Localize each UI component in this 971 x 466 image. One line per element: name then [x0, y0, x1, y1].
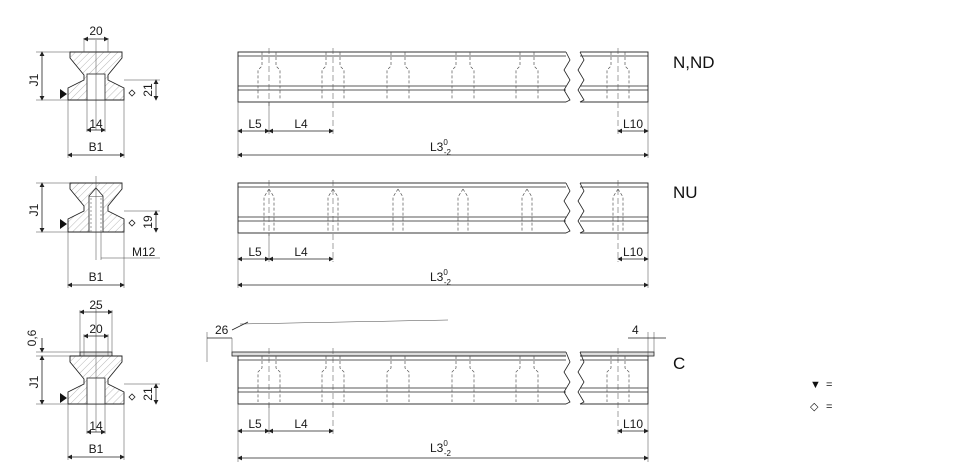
l3-label: L30-2 — [430, 268, 451, 287]
side-height-label: 21 — [141, 387, 155, 401]
type-label-nu: NU — [673, 183, 698, 202]
reference-diamond-icon — [128, 89, 136, 97]
profile-n-nd: 20 J1 21 14 B1 — [27, 24, 715, 158]
rail-side-view-n-nd: L5 L4 L10 L30-2 — [237, 48, 649, 158]
base-width-label: B1 — [89, 140, 104, 154]
reference-triangle-icon — [60, 219, 67, 229]
side-height-label: 19 — [141, 215, 155, 229]
cross-section-n-nd: 20 J1 21 14 B1 — [27, 24, 160, 158]
thread-label: M12 — [132, 245, 156, 259]
base-width-label: B1 — [89, 442, 104, 456]
right-end-label: 4 — [632, 323, 639, 337]
type-label-c: C — [673, 354, 685, 373]
legend-triangle-icon: ▼ — [810, 379, 821, 391]
cap-width-label: 25 — [89, 298, 103, 312]
l3-label: L30-2 — [430, 138, 451, 157]
left-end-label: 26 — [215, 323, 229, 337]
legend-triangle-text: = — [826, 379, 832, 391]
l5-label: L5 — [248, 117, 262, 131]
l4-label: L4 — [294, 417, 308, 431]
reference-diamond-icon — [128, 393, 136, 401]
legend: ▼ = ◇ = — [810, 379, 832, 413]
reference-triangle-icon — [60, 393, 67, 403]
height-label: J1 — [27, 203, 41, 216]
reference-diamond-icon — [128, 219, 136, 227]
cap-height-label: 0,6 — [25, 329, 39, 346]
l5-label: L5 — [248, 245, 262, 259]
profile-c: 25 20 0,6 J1 21 14 — [25, 298, 685, 462]
l3-label: L30-2 — [430, 439, 451, 458]
l4-label: L4 — [294, 245, 308, 259]
cross-section-c: 25 20 0,6 J1 21 14 — [25, 298, 160, 460]
base-width-label: B1 — [89, 270, 104, 284]
l4-label: L4 — [294, 117, 308, 131]
profile-nu: J1 19 M12 B1 — [27, 176, 698, 288]
height-label: J1 — [27, 375, 41, 388]
top-width-label: 20 — [89, 322, 103, 336]
legend-diamond-icon: ◇ — [810, 401, 819, 413]
l10-label: L10 — [623, 117, 643, 131]
cross-section-nu: J1 19 M12 B1 — [27, 176, 160, 288]
side-height-label: 21 — [141, 83, 155, 97]
l10-label: L10 — [623, 245, 643, 259]
legend-diamond-text: = — [826, 401, 832, 413]
rail-side-view-nu: L5 L4 L10 L30-2 — [237, 180, 649, 288]
rail-side-view-c: 26 4 L5 L4 L10 L30-2 — [206, 319, 666, 462]
height-label: J1 — [27, 73, 41, 86]
hole-width-label: 14 — [89, 117, 103, 131]
type-label-n-nd: N,ND — [673, 53, 715, 72]
top-width-label: 20 — [89, 24, 103, 38]
l10-label: L10 — [623, 417, 643, 431]
reference-triangle-icon — [60, 89, 67, 99]
hole-width-label: 14 — [89, 419, 103, 433]
l5-label: L5 — [248, 417, 262, 431]
